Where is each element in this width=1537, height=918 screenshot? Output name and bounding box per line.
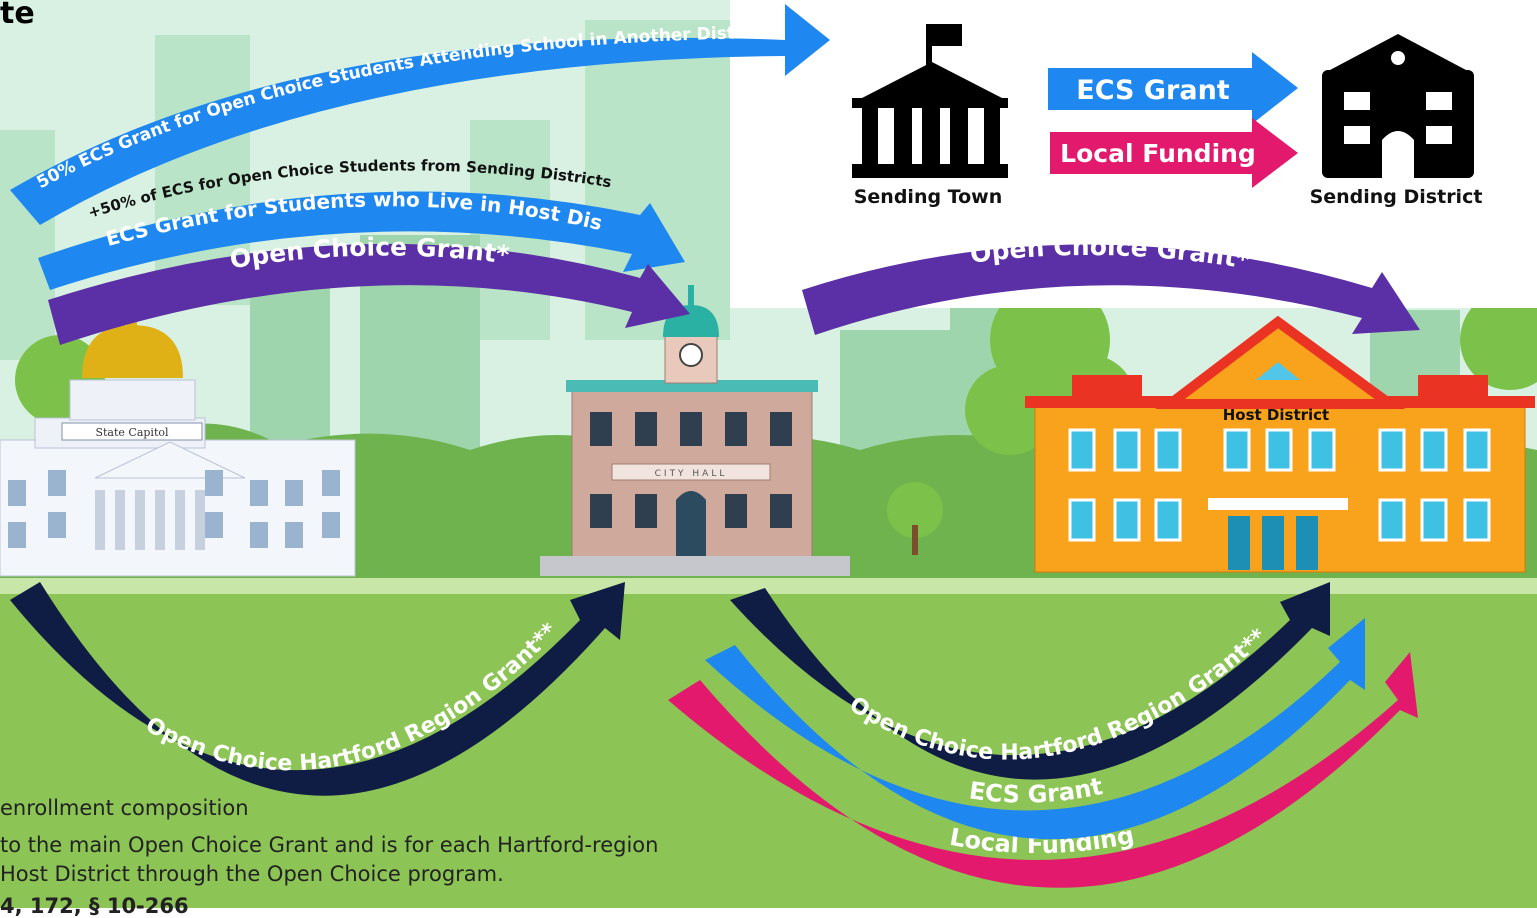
open-choice-right-arrow: Open Choice Grant* [802,232,1420,335]
sending-town-label: Sending Town [854,186,1003,208]
state-capitol-label: State Capitol [95,426,169,439]
note-line-1: enrollment composition [0,796,249,820]
local-funding-small-arrow: Local Funding [1050,118,1298,188]
ecs-grant-small-label: ECS Grant [1076,75,1230,106]
note-line-2: to the main Open Choice Grant and is for… [0,833,659,857]
state-capitol-building: State Capitol [0,312,356,577]
local-funding-small-label: Local Funding [1060,139,1256,168]
sending-town-icon [852,24,1008,178]
ecs-grant-small-arrow: ECS Grant [1048,52,1298,124]
host-district-school: Host District [1025,315,1535,573]
sending-district-label: Sending District [1310,186,1483,208]
open-choice-left-arrow: Open Choice Grant* [48,232,690,345]
note-line-3: Host District through the Open Choice pr… [0,862,504,886]
host-district-label: Host District [1223,406,1329,424]
city-hall-building: CITY HALL [540,285,850,576]
note-line-4: 4, 172, § 10-266 [0,894,189,918]
city-hall-label: CITY HALL [655,469,728,479]
page-title-fragment: te [0,0,35,31]
sending-district-icon [1322,34,1474,178]
